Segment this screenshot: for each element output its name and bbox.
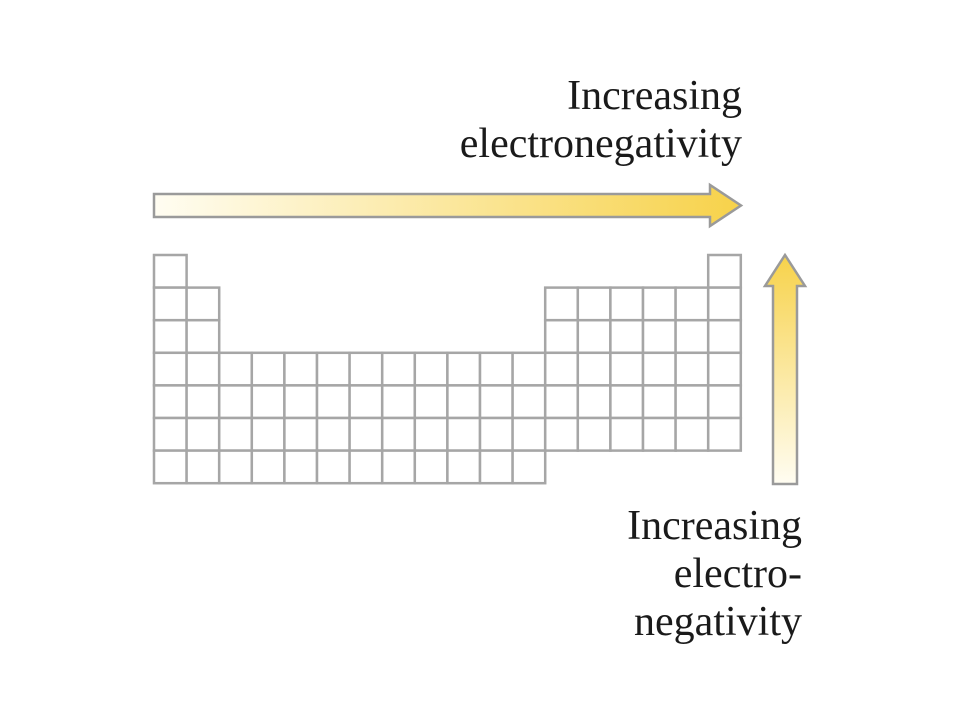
table-cell-period-5-group-12 (511, 384, 547, 420)
table-cell-period-5-group-1 (152, 384, 188, 420)
table-cell-period-5-group-5 (283, 384, 319, 420)
table-cell-period-6-group-7 (348, 416, 384, 452)
table-cell-period-4-group-13 (543, 351, 580, 387)
table-cell-period-7-group-8 (380, 449, 417, 485)
horizontal-increase-arrow (152, 182, 744, 229)
table-cell-period-4-group-3 (217, 351, 254, 387)
table-cell-period-3-group-17 (674, 318, 710, 355)
table-cell-period-6-group-4 (250, 416, 286, 452)
table-cell-period-4-group-12 (511, 351, 547, 387)
table-cell-period-5-group-16 (641, 384, 677, 420)
table-cell-period-6-group-17 (674, 416, 710, 452)
table-cell-period-5-group-9 (413, 384, 449, 420)
table-cell-period-5-group-14 (576, 384, 612, 420)
table-cell-period-6-group-3 (217, 416, 254, 452)
table-cell-period-6-group-2 (185, 416, 221, 452)
table-cell-period-7-group-2 (185, 449, 221, 485)
vertical-trend-label: Increasing electro- negativity (627, 502, 802, 646)
vertical-increase-arrow (762, 252, 808, 486)
table-cell-period-5-group-13 (543, 384, 580, 420)
table-cell-period-5-group-6 (315, 384, 351, 420)
horizontal-trend-label-line-1: Increasing (567, 73, 742, 119)
table-cell-period-5-group-18 (706, 384, 743, 420)
table-cell-period-2-group-14 (576, 286, 612, 322)
table-cell-period-6-group-16 (641, 416, 677, 452)
table-cell-period-7-group-7 (348, 449, 384, 485)
table-cell-period-4-group-2 (185, 351, 221, 387)
table-cell-period-4-group-7 (348, 351, 384, 387)
table-cell-period-4-group-9 (413, 351, 449, 387)
table-cell-period-5-group-17 (674, 384, 710, 420)
table-cell-period-3-group-18 (706, 318, 743, 355)
table-cell-period-4-group-18 (706, 351, 743, 387)
table-cell-period-4-group-16 (641, 351, 677, 387)
table-cell-period-2-group-15 (609, 286, 645, 322)
table-cell-period-4-group-17 (674, 351, 710, 387)
table-cell-period-1-group-18 (706, 253, 743, 289)
table-cell-period-6-group-10 (446, 416, 482, 452)
table-cell-period-6-group-6 (315, 416, 351, 452)
table-cell-period-7-group-6 (315, 449, 351, 485)
table-cell-period-5-group-7 (348, 384, 384, 420)
table-cell-period-6-group-11 (478, 416, 514, 452)
vertical-trend-label-line-1: Increasing (627, 503, 802, 549)
table-cell-period-4-group-1 (152, 351, 188, 387)
table-cell-period-4-group-14 (576, 351, 612, 387)
table-cell-period-2-group-17 (674, 286, 710, 322)
table-cell-period-6-group-13 (543, 416, 580, 452)
table-cell-period-4-group-8 (380, 351, 417, 387)
table-cell-period-7-group-10 (446, 449, 482, 485)
table-cell-period-6-group-5 (283, 416, 319, 452)
table-cell-period-5-group-2 (185, 384, 221, 420)
table-cell-period-4-group-5 (283, 351, 319, 387)
table-cell-period-3-group-13 (543, 318, 580, 355)
table-cell-period-3-group-2 (185, 318, 221, 355)
table-cell-period-5-group-8 (380, 384, 417, 420)
table-cell-period-5-group-11 (478, 384, 514, 420)
table-cell-period-6-group-9 (413, 416, 449, 452)
table-cell-period-7-group-11 (478, 449, 514, 485)
table-cell-period-2-group-13 (543, 286, 580, 322)
table-cell-period-2-group-18 (706, 286, 743, 322)
table-cell-period-3-group-1 (152, 318, 188, 355)
table-cell-period-2-group-2 (185, 286, 221, 322)
table-cell-period-6-group-15 (609, 416, 645, 452)
table-cell-period-6-group-1 (152, 416, 188, 452)
table-cell-period-5-group-10 (446, 384, 482, 420)
table-cell-period-2-group-16 (641, 286, 677, 322)
horizontal-trend-label: Increasing electronegativity (460, 72, 742, 168)
table-cell-period-5-group-4 (250, 384, 286, 420)
table-cell-period-7-group-9 (413, 449, 449, 485)
table-cell-period-4-group-4 (250, 351, 286, 387)
table-cell-period-6-group-8 (380, 416, 417, 452)
table-cell-period-5-group-3 (217, 384, 254, 420)
table-cell-period-4-group-11 (478, 351, 514, 387)
table-cell-period-3-group-15 (609, 318, 645, 355)
table-cell-period-1-group-1 (152, 253, 188, 289)
table-cell-period-2-group-1 (152, 286, 188, 322)
table-cell-period-6-group-14 (576, 416, 612, 452)
table-cell-period-7-group-5 (283, 449, 319, 485)
vertical-trend-label-line-3: negativity (634, 599, 802, 645)
table-cell-period-7-group-1 (152, 449, 188, 485)
table-cell-period-3-group-14 (576, 318, 612, 355)
table-cell-period-7-group-12 (511, 449, 547, 485)
table-cell-period-4-group-6 (315, 351, 351, 387)
table-cell-period-6-group-12 (511, 416, 547, 452)
periodic-table-grid (152, 253, 743, 485)
table-cell-period-3-group-16 (641, 318, 677, 355)
table-cell-period-6-group-18 (706, 416, 743, 452)
table-cell-period-7-group-4 (250, 449, 286, 485)
table-cell-period-4-group-15 (609, 351, 645, 387)
table-cell-period-4-group-10 (446, 351, 482, 387)
vertical-trend-label-line-2: electro- (673, 551, 802, 597)
horizontal-trend-label-line-2: electronegativity (459, 121, 742, 167)
table-cell-period-5-group-15 (609, 384, 645, 420)
table-cell-period-7-group-3 (217, 449, 254, 485)
